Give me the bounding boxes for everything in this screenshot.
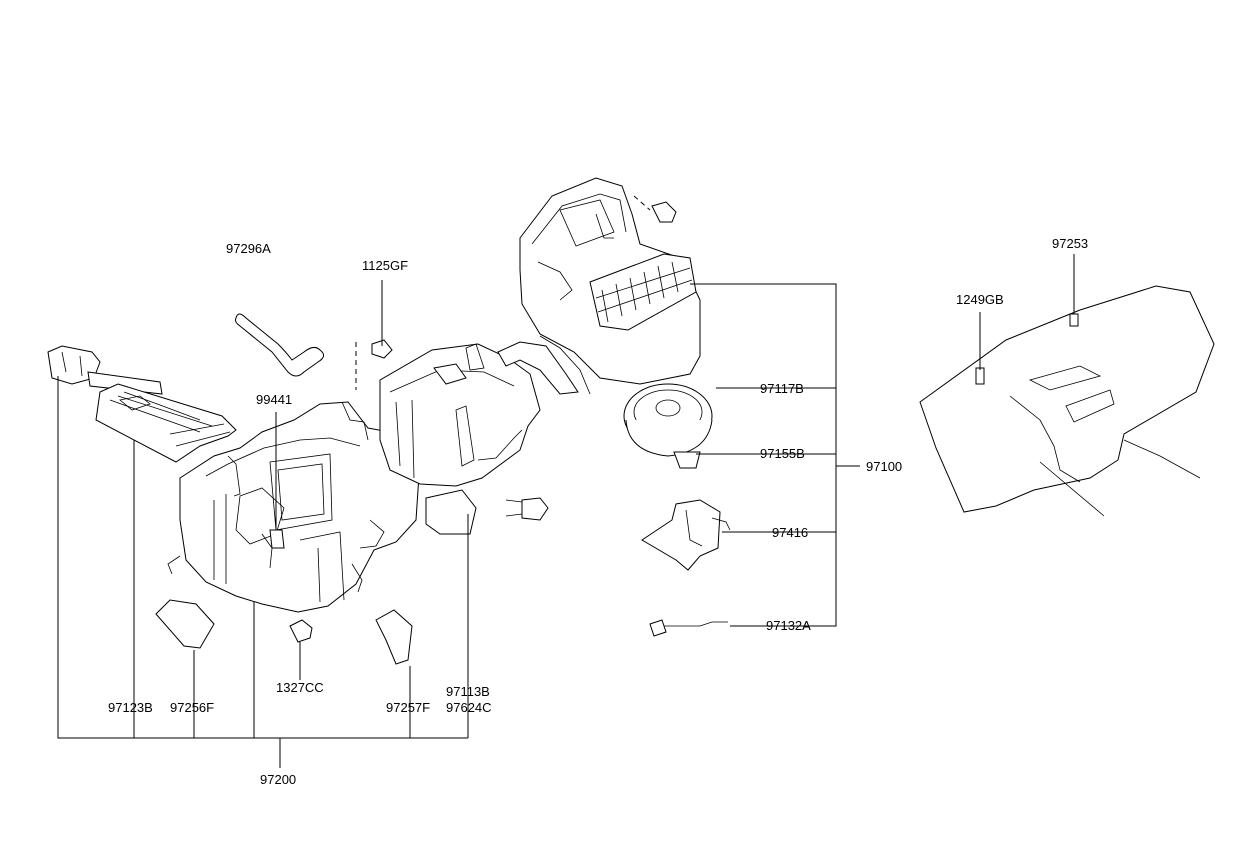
part-number-97624C: 97624C <box>446 700 492 715</box>
blower-motor-part <box>623 383 713 469</box>
part-number-1249GB: 1249GB <box>956 292 1004 307</box>
part-number-97416: 97416 <box>772 525 809 540</box>
part-number-97257F: 97257F <box>386 700 431 715</box>
part-number-97253: 97253 <box>1052 236 1089 251</box>
sensor-part <box>649 619 728 637</box>
part-number-97132A: 97132A <box>766 618 811 633</box>
part-number-97100: 97100 <box>866 459 903 474</box>
part-number-97113B: 97113B <box>446 684 490 699</box>
sensor-99441 <box>269 529 285 549</box>
part-number-97123B: 97123B <box>108 700 153 715</box>
part-number-97117B: 97117B <box>760 381 804 396</box>
actuator-97256F <box>155 599 215 649</box>
part-number-1327CC: 1327CC <box>276 680 324 695</box>
evaporator-box-part <box>355 342 541 487</box>
actuator-97113B <box>425 489 477 535</box>
part-number-97256F: 97256F <box>170 700 215 715</box>
resistor-part <box>641 499 731 571</box>
blower-case-part <box>497 177 701 395</box>
part-number-97155B: 97155B <box>760 446 805 461</box>
actuator-97257F <box>375 609 413 665</box>
heater-case-part <box>167 401 421 613</box>
part-number-1125GF: 1125GF <box>362 258 409 273</box>
part-number-97296A: 97296A <box>226 241 271 256</box>
leader-lines <box>57 254 1075 768</box>
part-number-97200: 97200 <box>260 772 297 787</box>
part-number-99441: 99441 <box>256 392 293 407</box>
bolt-clip <box>505 497 549 521</box>
hose-part <box>235 313 324 377</box>
heater-core-part <box>47 345 237 463</box>
dashboard-part <box>919 285 1215 517</box>
nut-1327CC <box>289 619 313 643</box>
